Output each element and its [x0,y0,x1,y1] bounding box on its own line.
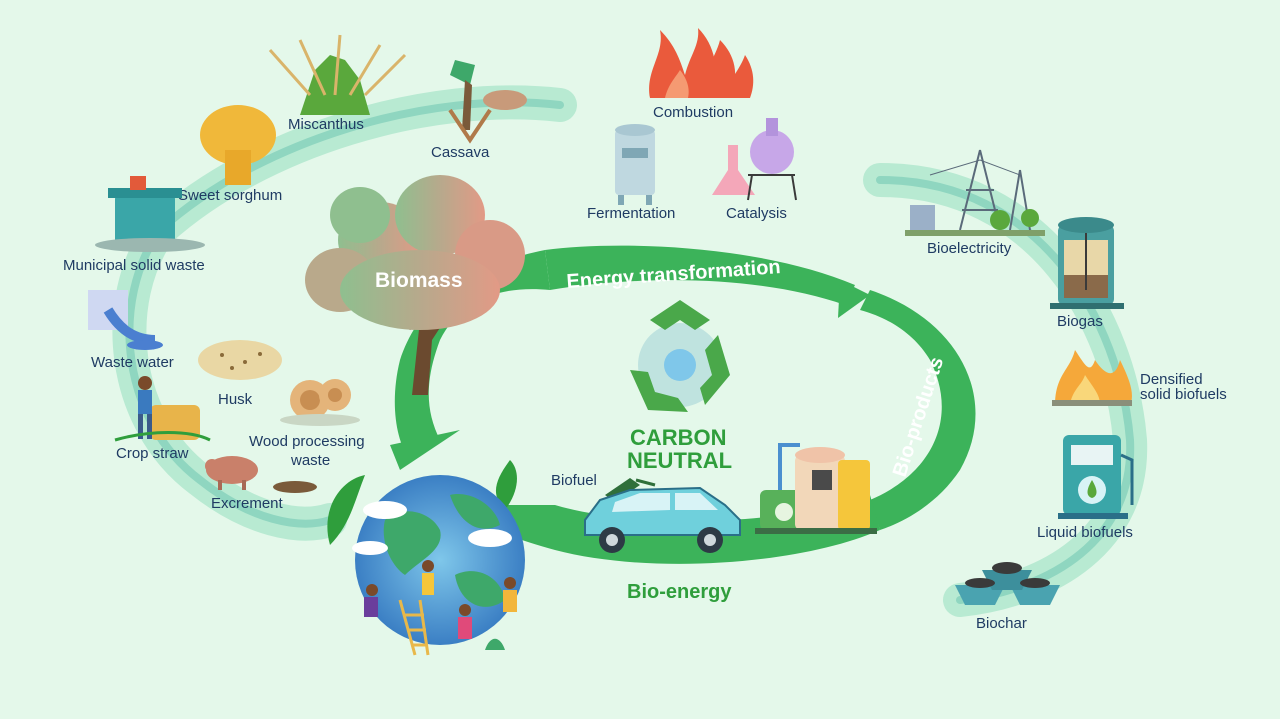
catalysis-flask-icon [712,118,797,201]
recycle-icon [630,300,730,412]
sweet-sorghum-label: Sweet sorghum [178,187,282,204]
earth-globe-illustration [327,460,525,656]
cassava-label: Cassava [431,144,490,161]
neutral-label: NEUTRAL [627,448,732,473]
combustion-label: Combustion [653,104,733,121]
energy-transformation-arc [545,245,855,305]
fermentation-tank-icon [615,124,655,205]
bioelectricity-label: Bioelectricity [927,240,1012,257]
combustion-flame-icon [649,28,754,98]
municipal-waste-illustration [95,176,205,252]
fuel-pump-icon [1058,435,1134,519]
car-illustration [584,486,741,553]
miscanthus-illustration [268,34,407,115]
biomass-tree-illustration [305,175,525,395]
sweet-sorghum-illustration [200,105,276,185]
biochar-label: Biochar [976,615,1027,632]
biogas-label: Biogas [1057,313,1103,330]
cassava-illustration [448,60,527,144]
wood-processing-label-line1: Wood processing [249,433,365,450]
excrement-illustration [205,456,317,493]
bioelectricity-icon [905,149,1045,236]
carbon-label: CARBON [630,425,727,450]
liquid-biofuels-label: Liquid biofuels [1037,524,1133,541]
miscanthus-label: Miscanthus [288,116,364,133]
bio-energy-label: Bio-energy [627,581,732,603]
feedstock-path-line [125,98,564,528]
biochar-icon [955,562,1060,605]
bio-products-arc [860,290,976,530]
densified-label-line2: solid biofuels [1140,386,1227,403]
wood-processing-illustration [280,379,360,426]
densified-solid-biofuels-icon [1052,350,1132,406]
waste-water-label: Waste water [91,354,174,371]
biofuel-label: Biofuel [551,472,597,489]
wood-processing-label-line2: waste [290,452,330,469]
fermentation-label: Fermentation [587,205,675,222]
biorefinery-tanks-illustration [755,443,877,534]
energy-transformation-arrowhead [838,280,870,318]
waste-water-illustration [88,290,163,350]
densified-label-line1: Densified [1140,371,1203,388]
biomass-label: Biomass [375,269,463,292]
municipal-solid-waste-label: Municipal solid waste [63,257,205,274]
catalysis-label: Catalysis [726,205,787,222]
crop-straw-label: Crop straw [116,445,189,462]
excrement-label: Excrement [211,495,284,512]
crop-straw-illustration [114,376,211,442]
husk-illustration [198,340,282,380]
husk-label: Husk [218,391,253,408]
biogas-digester-icon [1050,217,1124,309]
left-cycle-arrowhead [390,430,460,470]
